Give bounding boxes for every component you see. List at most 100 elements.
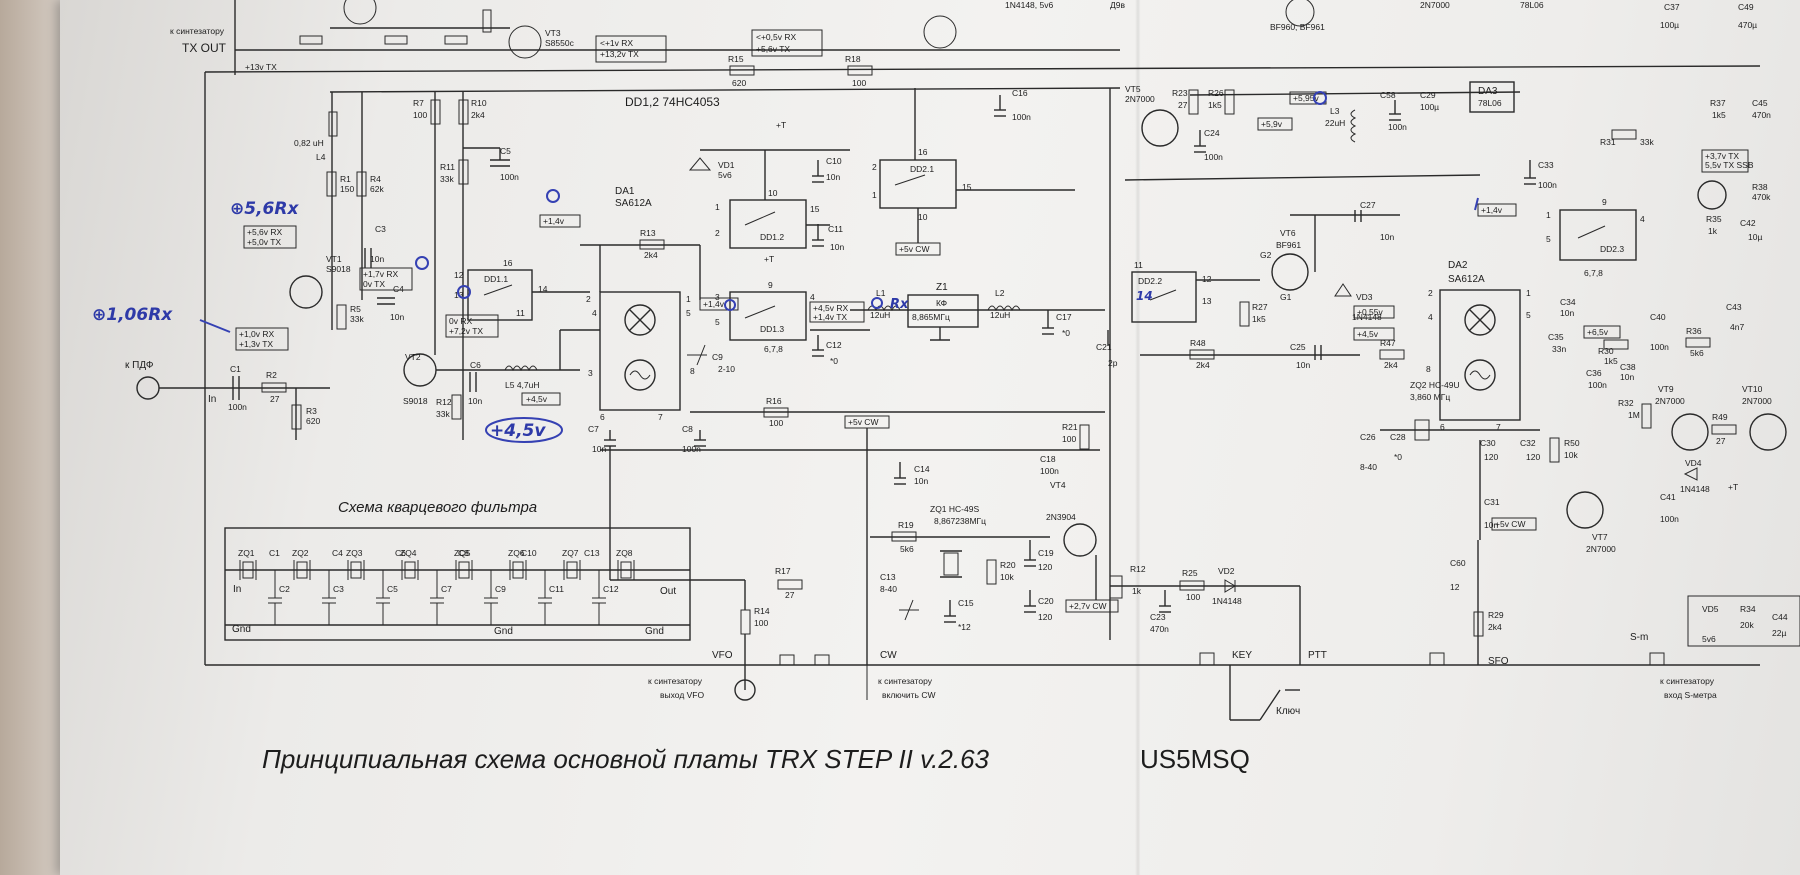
top-partial: к синтезатору TX OUT +13v TX VT3 S8550c … (170, 0, 1544, 109)
svg-text:10n: 10n (1296, 360, 1310, 370)
svg-text:DD2.3: DD2.3 (1600, 244, 1624, 254)
svg-text:2-10: 2-10 (718, 364, 735, 374)
svg-text:R5: R5 (350, 304, 361, 314)
svg-text:100n: 100n (1204, 152, 1223, 162)
svg-text:9: 9 (1602, 197, 1607, 207)
svg-text:8,867238МГц: 8,867238МГц (934, 516, 986, 526)
svg-text:DA3: DA3 (1478, 86, 1498, 97)
svg-text:R10: R10 (471, 98, 487, 108)
svg-text:3,860 МГц: 3,860 МГц (1410, 392, 1450, 402)
svg-text:6: 6 (600, 412, 605, 422)
svg-text:VD4: VD4 (1685, 458, 1702, 468)
svg-text:R49: R49 (1712, 412, 1728, 422)
svg-text:S9018: S9018 (326, 264, 351, 274)
svg-text:100µ: 100µ (1420, 102, 1439, 112)
svg-text:Out: Out (660, 586, 676, 597)
svg-text:+5,0v TX: +5,0v TX (247, 237, 281, 247)
svg-text:10n: 10n (826, 172, 840, 182)
svg-text:VFO: VFO (712, 650, 733, 661)
svg-text:R12: R12 (1130, 564, 1146, 574)
svg-text:R30: R30 (1598, 346, 1614, 356)
svg-text:2: 2 (872, 162, 877, 172)
svg-text:C10: C10 (826, 156, 842, 166)
svg-text:+1,4v: +1,4v (1481, 205, 1503, 215)
svg-text:620: 620 (306, 416, 320, 426)
l4-label: L4 (316, 152, 326, 162)
svg-text:C27: C27 (1360, 200, 1376, 210)
svg-text:VT10: VT10 (1742, 384, 1763, 394)
tx-out-note: к синтезатору (170, 26, 225, 36)
svg-text:5,5v TX SSB: 5,5v TX SSB (1705, 160, 1754, 170)
svg-text:8: 8 (1426, 364, 1431, 374)
svg-text:100n: 100n (1012, 112, 1031, 122)
svg-text:+1,4v TX: +1,4v TX (813, 312, 847, 322)
svg-text:10n: 10n (468, 396, 482, 406)
svg-text:0v RX: 0v RX (449, 316, 472, 326)
svg-text:100n: 100n (1388, 122, 1407, 132)
svg-text:R47: R47 (1380, 338, 1396, 348)
svg-text:L2: L2 (995, 288, 1005, 298)
svg-text:10k: 10k (1000, 572, 1014, 582)
svg-text:100: 100 (413, 110, 427, 120)
svg-text:27: 27 (1178, 100, 1188, 110)
filter-crystal-label: ZQ2 (292, 548, 309, 558)
filter-cap-top-label: C10 (521, 548, 537, 558)
svg-text:2: 2 (715, 228, 720, 238)
power-rails (204, 49, 1761, 666)
svg-text:10: 10 (918, 212, 928, 222)
svg-text:C5: C5 (500, 146, 511, 156)
svg-text:1k5: 1k5 (1252, 314, 1266, 324)
svg-text:1k5: 1k5 (1208, 100, 1222, 110)
svg-text:1: 1 (872, 190, 877, 200)
svg-text:470k: 470k (1752, 192, 1771, 202)
svg-text:C38: C38 (1620, 362, 1636, 372)
svg-text:VT7: VT7 (1592, 532, 1608, 542)
svg-text:VT2: VT2 (405, 352, 421, 362)
svg-text:+2,7v CW: +2,7v CW (1069, 601, 1107, 611)
svg-text:10n: 10n (1484, 520, 1498, 530)
paper-sheet (60, 0, 1800, 875)
svg-text:DD1.3: DD1.3 (760, 324, 784, 334)
svg-text:1k5: 1k5 (1604, 356, 1618, 366)
svg-text:5v6: 5v6 (1702, 634, 1716, 644)
filter-cap-top-label: C1 (269, 548, 280, 558)
svg-text:C33: C33 (1538, 160, 1554, 170)
svg-text:33n: 33n (1552, 344, 1566, 354)
tx-out-label: TX OUT (182, 41, 227, 55)
svg-text:1k: 1k (1132, 586, 1142, 596)
handwritten-annotations: ⊕5,6Rx ⊕1,06Rx +4,5v Rx 14 (92, 91, 1479, 443)
svg-text:100n: 100n (1660, 514, 1679, 524)
svg-text:C16: C16 (1012, 88, 1028, 98)
crystal-filter-diagram: Схема кварцевого фильтра In Out Gnd Gnd … (224, 499, 691, 641)
svg-text:5: 5 (686, 308, 691, 318)
svg-text:Gnd: Gnd (232, 624, 251, 635)
svg-text:Z1: Z1 (936, 282, 948, 293)
svg-text:C24: C24 (1204, 128, 1220, 138)
svg-text:13: 13 (1202, 296, 1212, 306)
filter-crystal (566, 561, 578, 579)
svg-text:R36: R36 (1686, 326, 1702, 336)
svg-text:R35: R35 (1706, 214, 1722, 224)
svg-text:R3: R3 (306, 406, 317, 416)
svg-text:10k: 10k (1564, 450, 1578, 460)
pdf-label: к ПДФ (125, 360, 154, 371)
svg-text:5: 5 (715, 317, 720, 327)
svg-text:DD1.1: DD1.1 (484, 274, 508, 284)
svg-text:R11: R11 (440, 162, 455, 172)
filter-crystal (350, 561, 362, 579)
svg-text:C32: C32 (1520, 438, 1536, 448)
svg-text:C58: C58 (1380, 90, 1396, 100)
svg-text:2: 2 (1428, 288, 1433, 298)
svg-text:R21: R21 (1062, 422, 1078, 432)
svg-text:DD2.2: DD2.2 (1138, 276, 1162, 286)
filter-cap-bottom-label: C2 (279, 584, 290, 594)
svg-text:C15: C15 (958, 598, 974, 608)
svg-text:KEY: KEY (1232, 650, 1252, 661)
svg-text:C28: C28 (1390, 432, 1406, 442)
svg-text:+1,0v RX: +1,0v RX (239, 329, 275, 339)
svg-text:7: 7 (658, 412, 663, 422)
filter-crystal (404, 561, 416, 579)
svg-text:2N7000: 2N7000 (1655, 396, 1685, 406)
